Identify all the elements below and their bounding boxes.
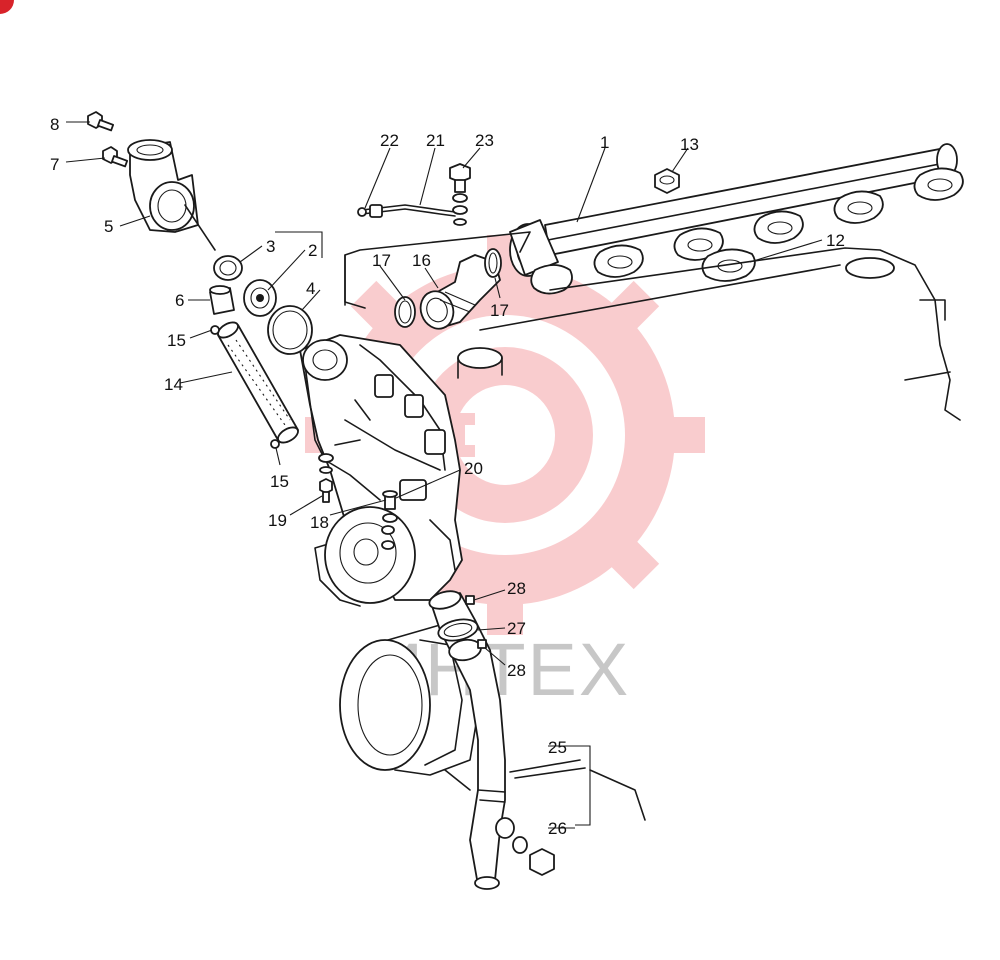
- bolt-7: [102, 146, 129, 168]
- o-ring-17-right: [484, 248, 502, 278]
- callout-label: 23: [475, 131, 494, 150]
- leader-lines: [65, 121, 823, 829]
- callout-label: 25: [548, 738, 567, 757]
- water-pump-housing: [299, 334, 463, 607]
- callout-label: 3: [266, 237, 275, 256]
- callout-label: 17: [490, 301, 509, 320]
- callout-label: 26: [548, 819, 567, 838]
- callout-label: 12: [826, 231, 845, 250]
- hose-clamp-27: [437, 618, 479, 642]
- callout-label: 17: [372, 251, 391, 270]
- bolt-19: [318, 453, 334, 503]
- nut-13: [654, 168, 680, 194]
- clip-15-lower: [270, 439, 280, 449]
- crank-pulley: [339, 624, 481, 791]
- callout-label: 5: [104, 217, 113, 236]
- bolt-20: [382, 490, 398, 510]
- corner-mark: [0, 0, 14, 14]
- bolt-18: [381, 513, 398, 550]
- callout-label: 15: [167, 331, 186, 350]
- o-ring-4: [267, 305, 313, 355]
- callout-label: 13: [680, 135, 699, 154]
- drain-plug-26: [495, 817, 555, 876]
- bushing-6: [209, 285, 235, 315]
- callout-label: 28: [507, 579, 526, 598]
- callout-labels: 1 2 3 4 5 6 7 8 12 13 14 15 15 16 17 17 …: [50, 115, 845, 838]
- callout-label: 19: [268, 511, 287, 530]
- callout-label: 22: [380, 131, 399, 150]
- callout-label: 15: [270, 472, 289, 491]
- callout-label: 8: [50, 115, 59, 134]
- banjo-bolt-23: [449, 163, 471, 226]
- clamp-screw-28-lower: [477, 639, 487, 649]
- callout-label: 4: [306, 279, 315, 298]
- thermostat-2: [243, 279, 277, 317]
- callout-label: 1: [600, 133, 609, 152]
- callout-label: 21: [426, 131, 445, 150]
- water-hose-25: [428, 590, 506, 890]
- bolt-8: [87, 111, 115, 132]
- thermostat-housing: [127, 139, 216, 251]
- callout-label: 20: [464, 459, 483, 478]
- callout-label: 7: [50, 155, 59, 174]
- callout-label: 16: [412, 251, 431, 270]
- callout-label: 6: [175, 291, 184, 310]
- exhaust-manifold: [509, 143, 964, 295]
- callout-label: 27: [507, 619, 526, 638]
- breather-pipe-21: [357, 204, 456, 218]
- callout-label: 2: [308, 241, 317, 260]
- callout-label: 28: [507, 661, 526, 680]
- clamp-screw-28-upper: [465, 595, 475, 605]
- clip-15-upper: [210, 325, 220, 335]
- gasket-3: [213, 255, 243, 281]
- callout-label: 14: [164, 375, 183, 394]
- bypass-hose-14: [217, 321, 299, 444]
- callout-label: 18: [310, 513, 329, 532]
- engine-block: [344, 231, 961, 421]
